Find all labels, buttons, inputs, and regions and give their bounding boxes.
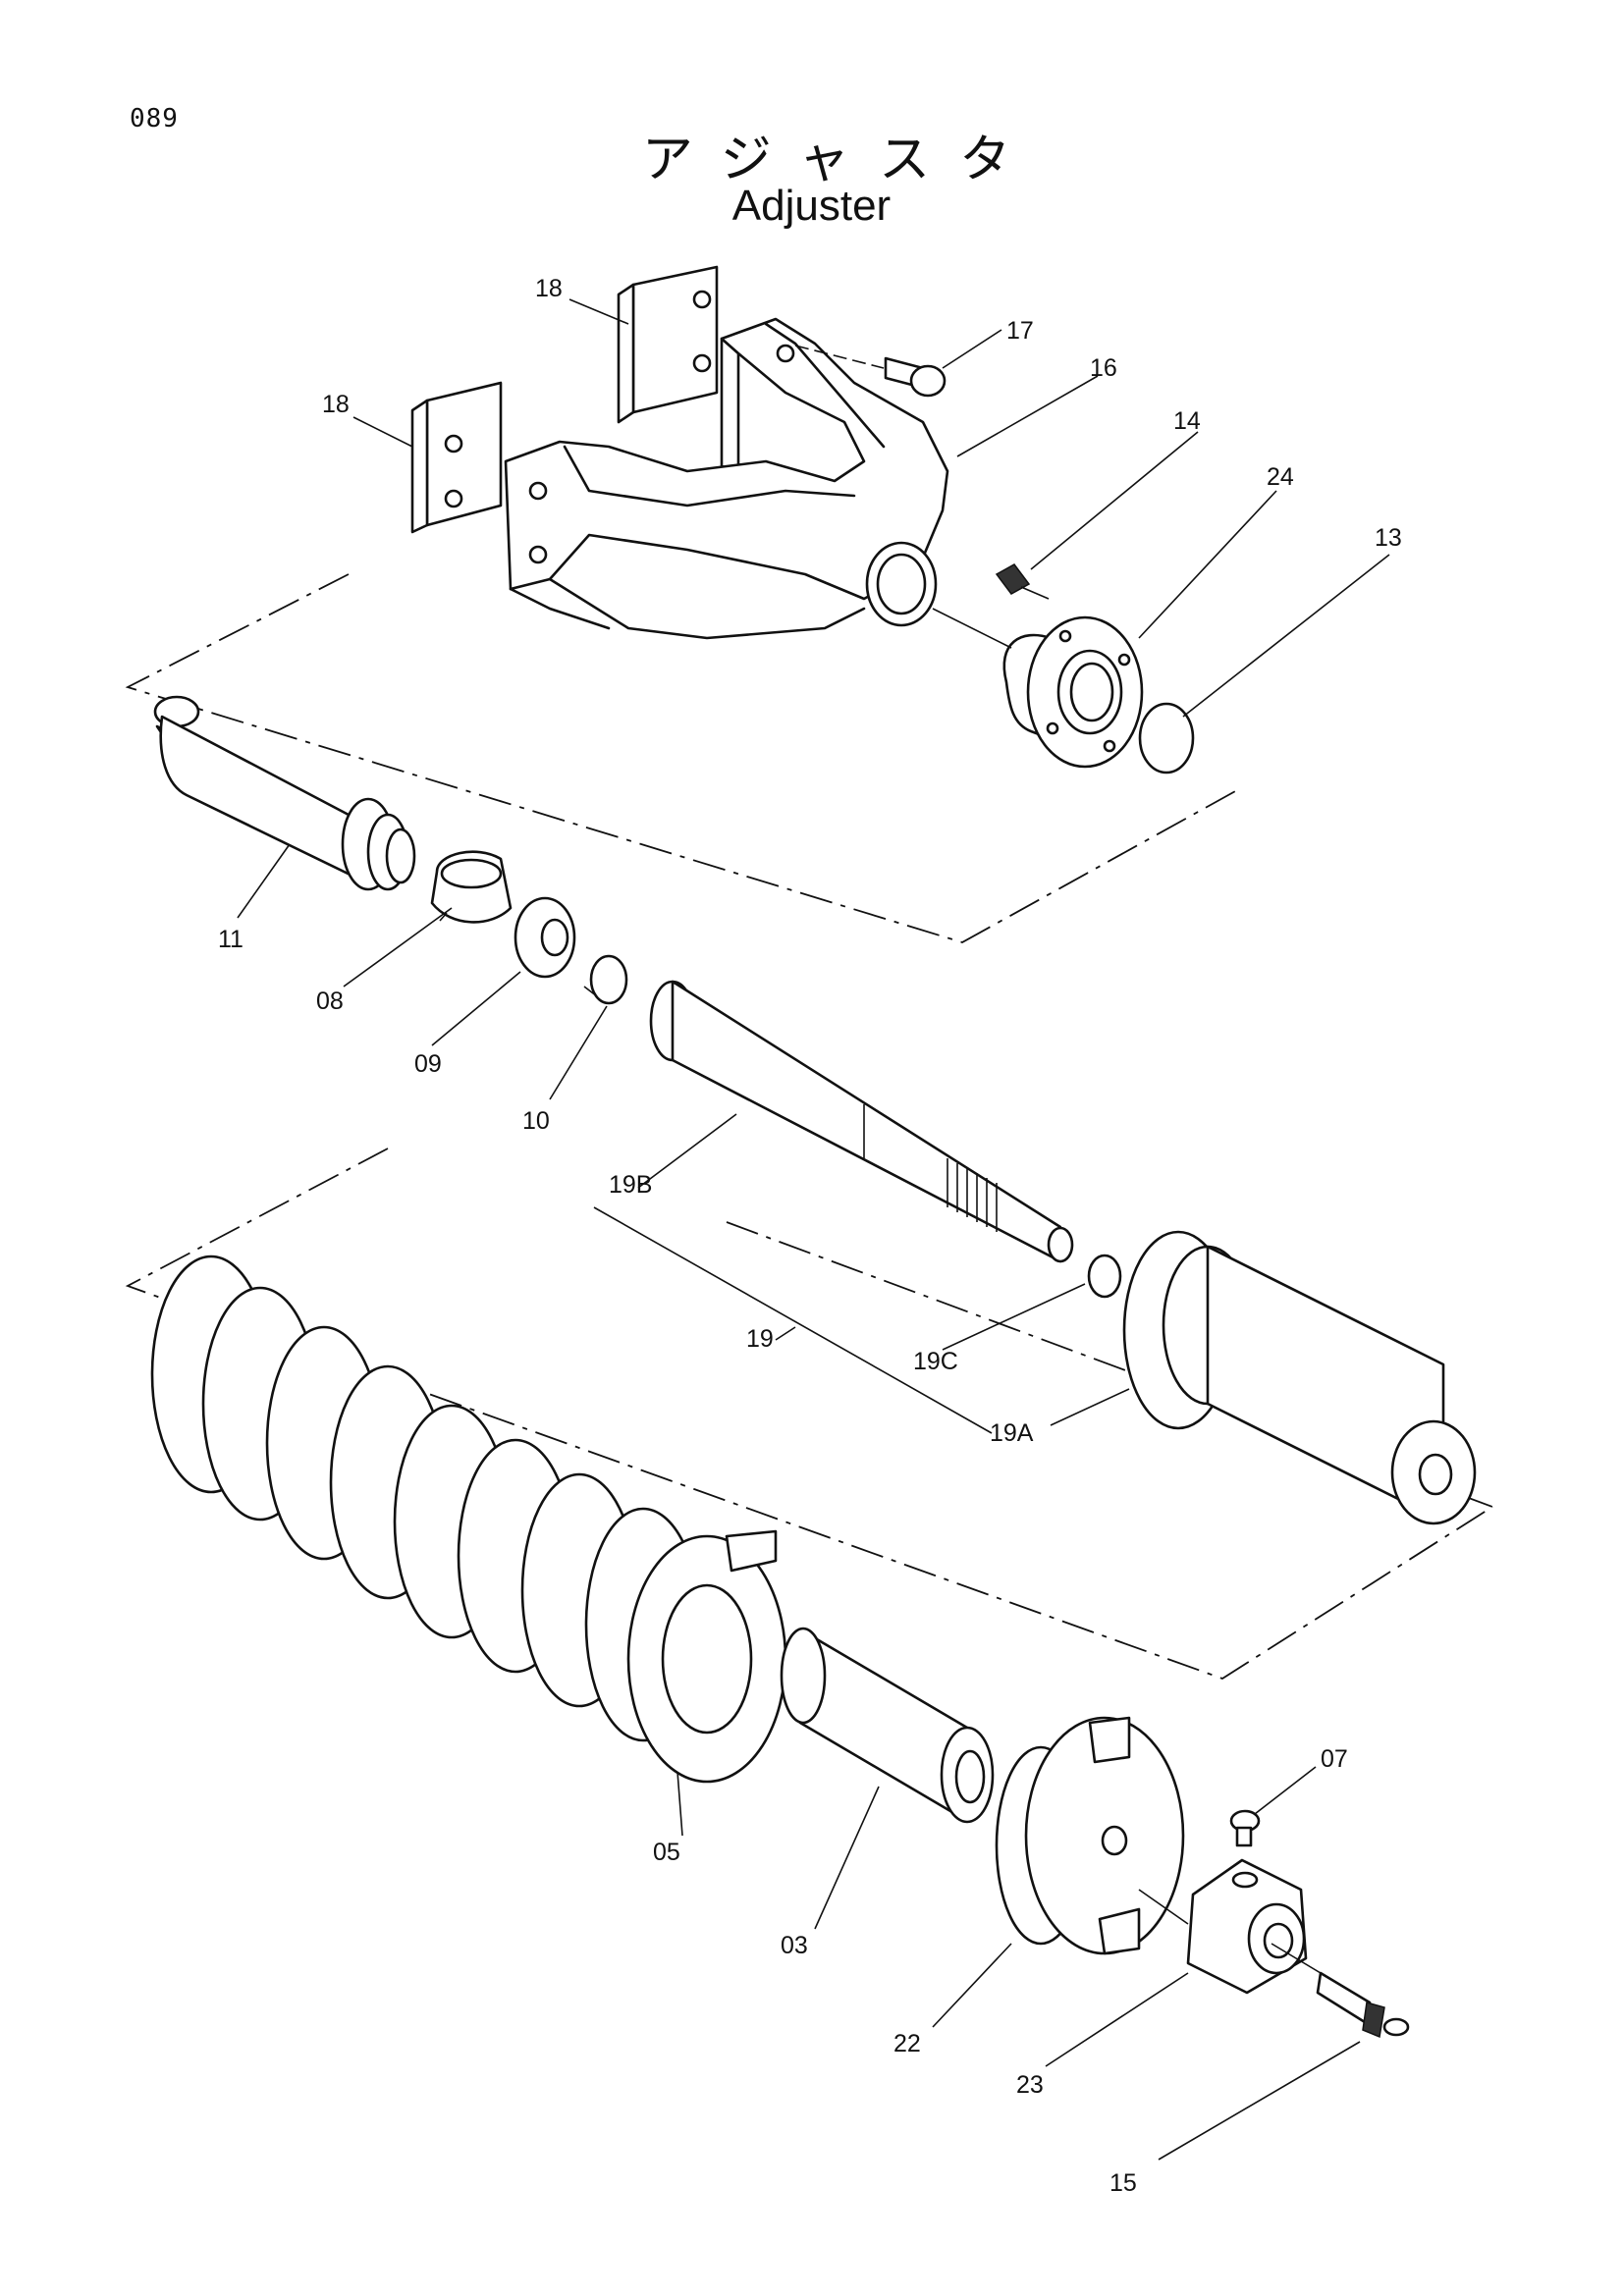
pad-plate-upper <box>617 265 719 424</box>
label-24: 24 <box>1267 463 1294 491</box>
label-15: 15 <box>1109 2169 1137 2197</box>
ring-10 <box>583 954 628 1005</box>
hex-fitting-23 <box>1186 1858 1308 1995</box>
label-22: 22 <box>893 2030 921 2057</box>
leader-lines <box>237 298 1390 2161</box>
label-18-lower: 18 <box>322 391 350 418</box>
grease-valve-15 <box>1316 1971 1410 2039</box>
bushing-08 <box>430 850 513 924</box>
piston-rod-19b <box>649 980 1074 1263</box>
flange-24 <box>932 608 1144 769</box>
group-outline-upper <box>125 573 1238 943</box>
bolt-17 <box>794 345 947 398</box>
label-23: 23 <box>1016 2071 1044 2099</box>
label-18-upper: 18 <box>535 275 563 302</box>
label-11: 11 <box>218 926 243 953</box>
label-09: 09 <box>414 1050 442 1078</box>
pad-plate-lower <box>410 381 503 534</box>
seal-09 <box>514 896 576 979</box>
title-english: Adjuster <box>731 182 892 230</box>
label-05: 05 <box>653 1839 680 1866</box>
cylinder-11 <box>153 695 416 891</box>
title-japanese: アジャスタ <box>641 131 1041 189</box>
label-19a: 19A <box>990 1419 1034 1447</box>
o-ring-19c <box>1087 1254 1122 1299</box>
plug-07 <box>1229 1809 1261 1847</box>
seat-plate-22 <box>995 1716 1185 1955</box>
yoke-bracket <box>504 317 949 640</box>
label-19: 19 <box>746 1325 774 1353</box>
screw-14 <box>995 563 1050 600</box>
cylinder-19a <box>1122 1230 1477 1525</box>
spring-05 <box>150 1255 787 1784</box>
label-19b: 19B <box>609 1171 652 1199</box>
label-07: 07 <box>1321 1745 1348 1773</box>
label-19c: 19C <box>913 1348 958 1375</box>
label-10: 10 <box>522 1107 550 1135</box>
spacer-03 <box>780 1627 995 1824</box>
label-03: 03 <box>781 1932 808 1959</box>
label-14: 14 <box>1173 407 1201 435</box>
label-16: 16 <box>1090 354 1117 382</box>
label-17: 17 <box>1006 317 1034 345</box>
label-13: 13 <box>1375 524 1402 552</box>
page-number: 089 <box>130 104 179 133</box>
snap-ring-13 <box>1138 702 1195 774</box>
label-08: 08 <box>316 988 344 1015</box>
